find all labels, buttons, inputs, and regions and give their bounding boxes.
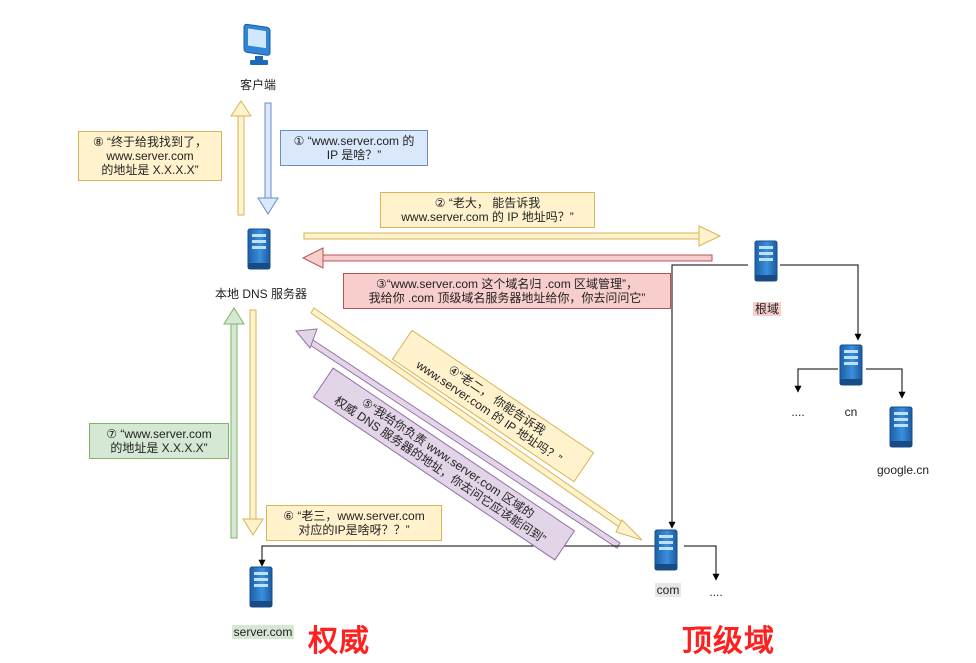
server-tower-icon xyxy=(247,228,271,270)
authoritative-caption: 权威 xyxy=(308,625,370,658)
step6-line2: 对应的IP是啥呀？？” xyxy=(298,523,410,537)
client-label: 客户端 xyxy=(239,78,276,92)
monitor-icon xyxy=(243,23,271,65)
step2-line1: ② “老大， 能告诉我 xyxy=(434,196,541,210)
google-cn-label: google.cn xyxy=(876,463,930,477)
server-tower-icon xyxy=(889,406,913,448)
root-more-label: .... xyxy=(791,405,805,419)
cn-label: cn xyxy=(844,405,858,419)
arrow-step5 xyxy=(295,328,621,549)
com-label: com xyxy=(654,583,682,597)
server-tower-icon xyxy=(839,344,863,386)
server-label: server.com xyxy=(231,625,295,639)
step7-box: ⑦ “www.server.com 的地址是 X.X.X.X” xyxy=(89,423,229,459)
arrow-step1 xyxy=(257,102,279,215)
step3-line1: ③“www.server.com 这个域名归 .com 区域管理”， xyxy=(375,277,639,291)
arrow-step8 xyxy=(230,100,252,216)
arrow-step3 xyxy=(301,247,713,269)
step1-line2: IP 是啥？” xyxy=(326,148,382,162)
step7-line1: ⑦ “www.server.com xyxy=(106,427,212,441)
step6-box: ⑥ “老三，www.server.com 对应的IP是啥呀？？” xyxy=(266,505,442,541)
step1-line1: ① “www.server.com 的 xyxy=(293,134,415,148)
step3-box: ③“www.server.com 这个域名归 .com 区域管理”， 我给你 .… xyxy=(343,273,671,309)
step8-line1: ⑧ “终于给我找到了， xyxy=(92,135,208,149)
server-tower-icon xyxy=(754,240,778,282)
step6-line1: ⑥ “老三，www.server.com xyxy=(283,509,425,523)
server-tower-icon xyxy=(249,566,273,608)
step8-line2: www.server.com xyxy=(106,149,194,163)
arrow-step4 xyxy=(310,307,643,541)
step7-line2: 的地址是 X.X.X.X” xyxy=(110,441,208,455)
step1-box: ① “www.server.com 的 IP 是啥？” xyxy=(280,130,428,166)
arrow-step2 xyxy=(303,225,722,247)
step3-line2: 我给你 .com 顶级域名服务器地址给你，你去问问它” xyxy=(368,291,646,305)
server-tower-icon xyxy=(654,529,678,571)
local-dns-label: 本地 DNS 服务器 xyxy=(214,287,307,301)
tld-caption: 顶级域 xyxy=(682,625,775,658)
arrow-step6 xyxy=(242,309,264,536)
step2-box: ② “老大， 能告诉我 www.server.com 的 IP 地址吗？” xyxy=(380,192,595,228)
step8-box: ⑧ “终于给我找到了， www.server.com 的地址是 X.X.X.X” xyxy=(78,131,222,181)
step8-line3: 的地址是 X.X.X.X” xyxy=(101,163,199,177)
arrow-step7 xyxy=(223,307,245,539)
com-more-label: .... xyxy=(709,585,723,599)
root-label: 根域 xyxy=(752,302,781,316)
step2-line2: www.server.com 的 IP 地址吗？” xyxy=(401,210,574,224)
hierarchy-lines xyxy=(258,264,906,581)
